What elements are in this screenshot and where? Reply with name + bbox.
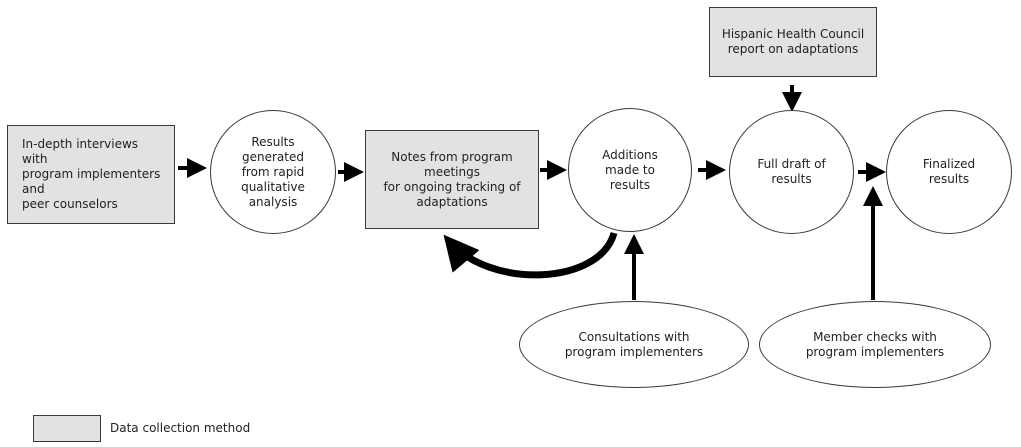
node-in-depth-interviews: In-depth interviews with program impleme…: [7, 125, 175, 224]
node-program-meeting-notes: Notes from program meetings for ongoing …: [365, 130, 539, 229]
node-finalized-results: Finalized results: [886, 110, 1012, 234]
node-hhc-report: Hispanic Health Council report on adapta…: [709, 7, 877, 77]
legend-swatch: [33, 415, 101, 442]
node-rapid-analysis-results: Results generated from rapid qualitative…: [210, 110, 336, 234]
node-consultations: Consultations with program implementers: [519, 301, 749, 388]
node-full-draft: Full draft of results: [729, 110, 854, 234]
legend-label: Data collection method: [110, 421, 251, 435]
node-additions-to-results: Additions made to results: [568, 108, 692, 232]
node-member-checks: Member checks with program implementers: [759, 301, 991, 388]
arrow-additions-to-notes-curve: [443, 231, 618, 279]
